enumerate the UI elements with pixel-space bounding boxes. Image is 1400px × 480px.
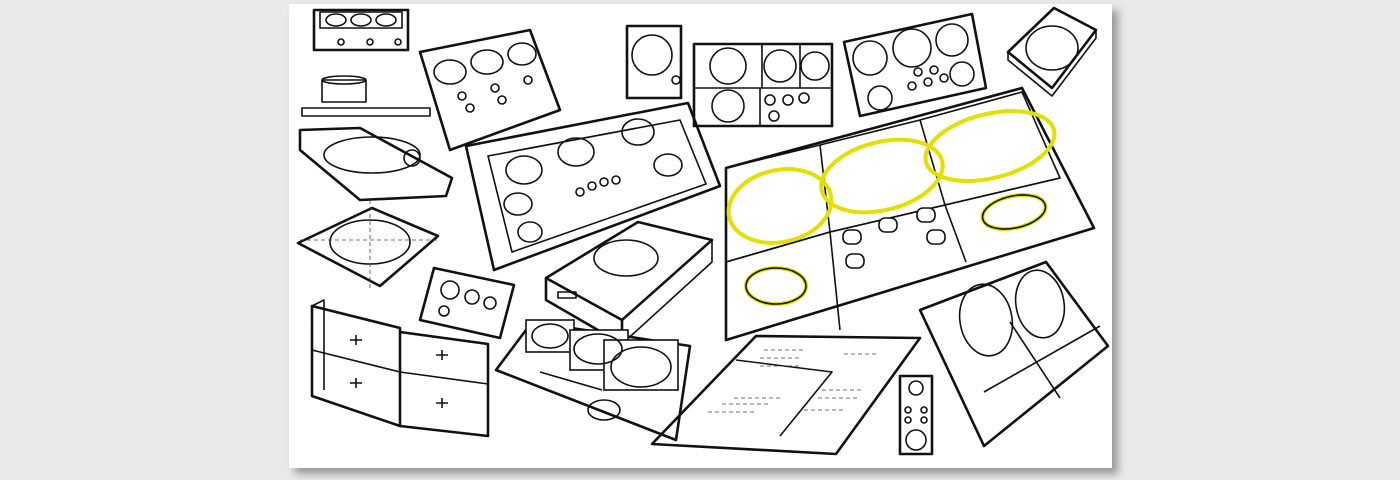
sketch-pot-on-hob [301,75,431,117]
sketch-folding-panel-hob [310,299,490,438]
sketch-six-zone-tray-hob [464,101,722,272]
sketch-isometric-single-hob [1006,6,1098,97]
sketch-square-hob [625,24,683,100]
sketch-slab-hob [298,126,454,202]
sketch-vertical-card [898,374,934,456]
sketch-small-hob-3 [312,8,410,52]
sketch-slide-hob [296,200,440,290]
sketch-yellow-modular-hob [724,86,1096,342]
sketch-tilted-knob-hob [418,28,562,152]
sketch-mini-card-hob [418,266,516,340]
sketch-three-zone-tray [494,319,692,442]
sketch-two-zone-hob [918,260,1110,448]
sketch-trapezoid-hob [842,12,988,118]
sketch-grid-hob [692,42,834,128]
sketch-induction-mat-hob [650,334,922,456]
